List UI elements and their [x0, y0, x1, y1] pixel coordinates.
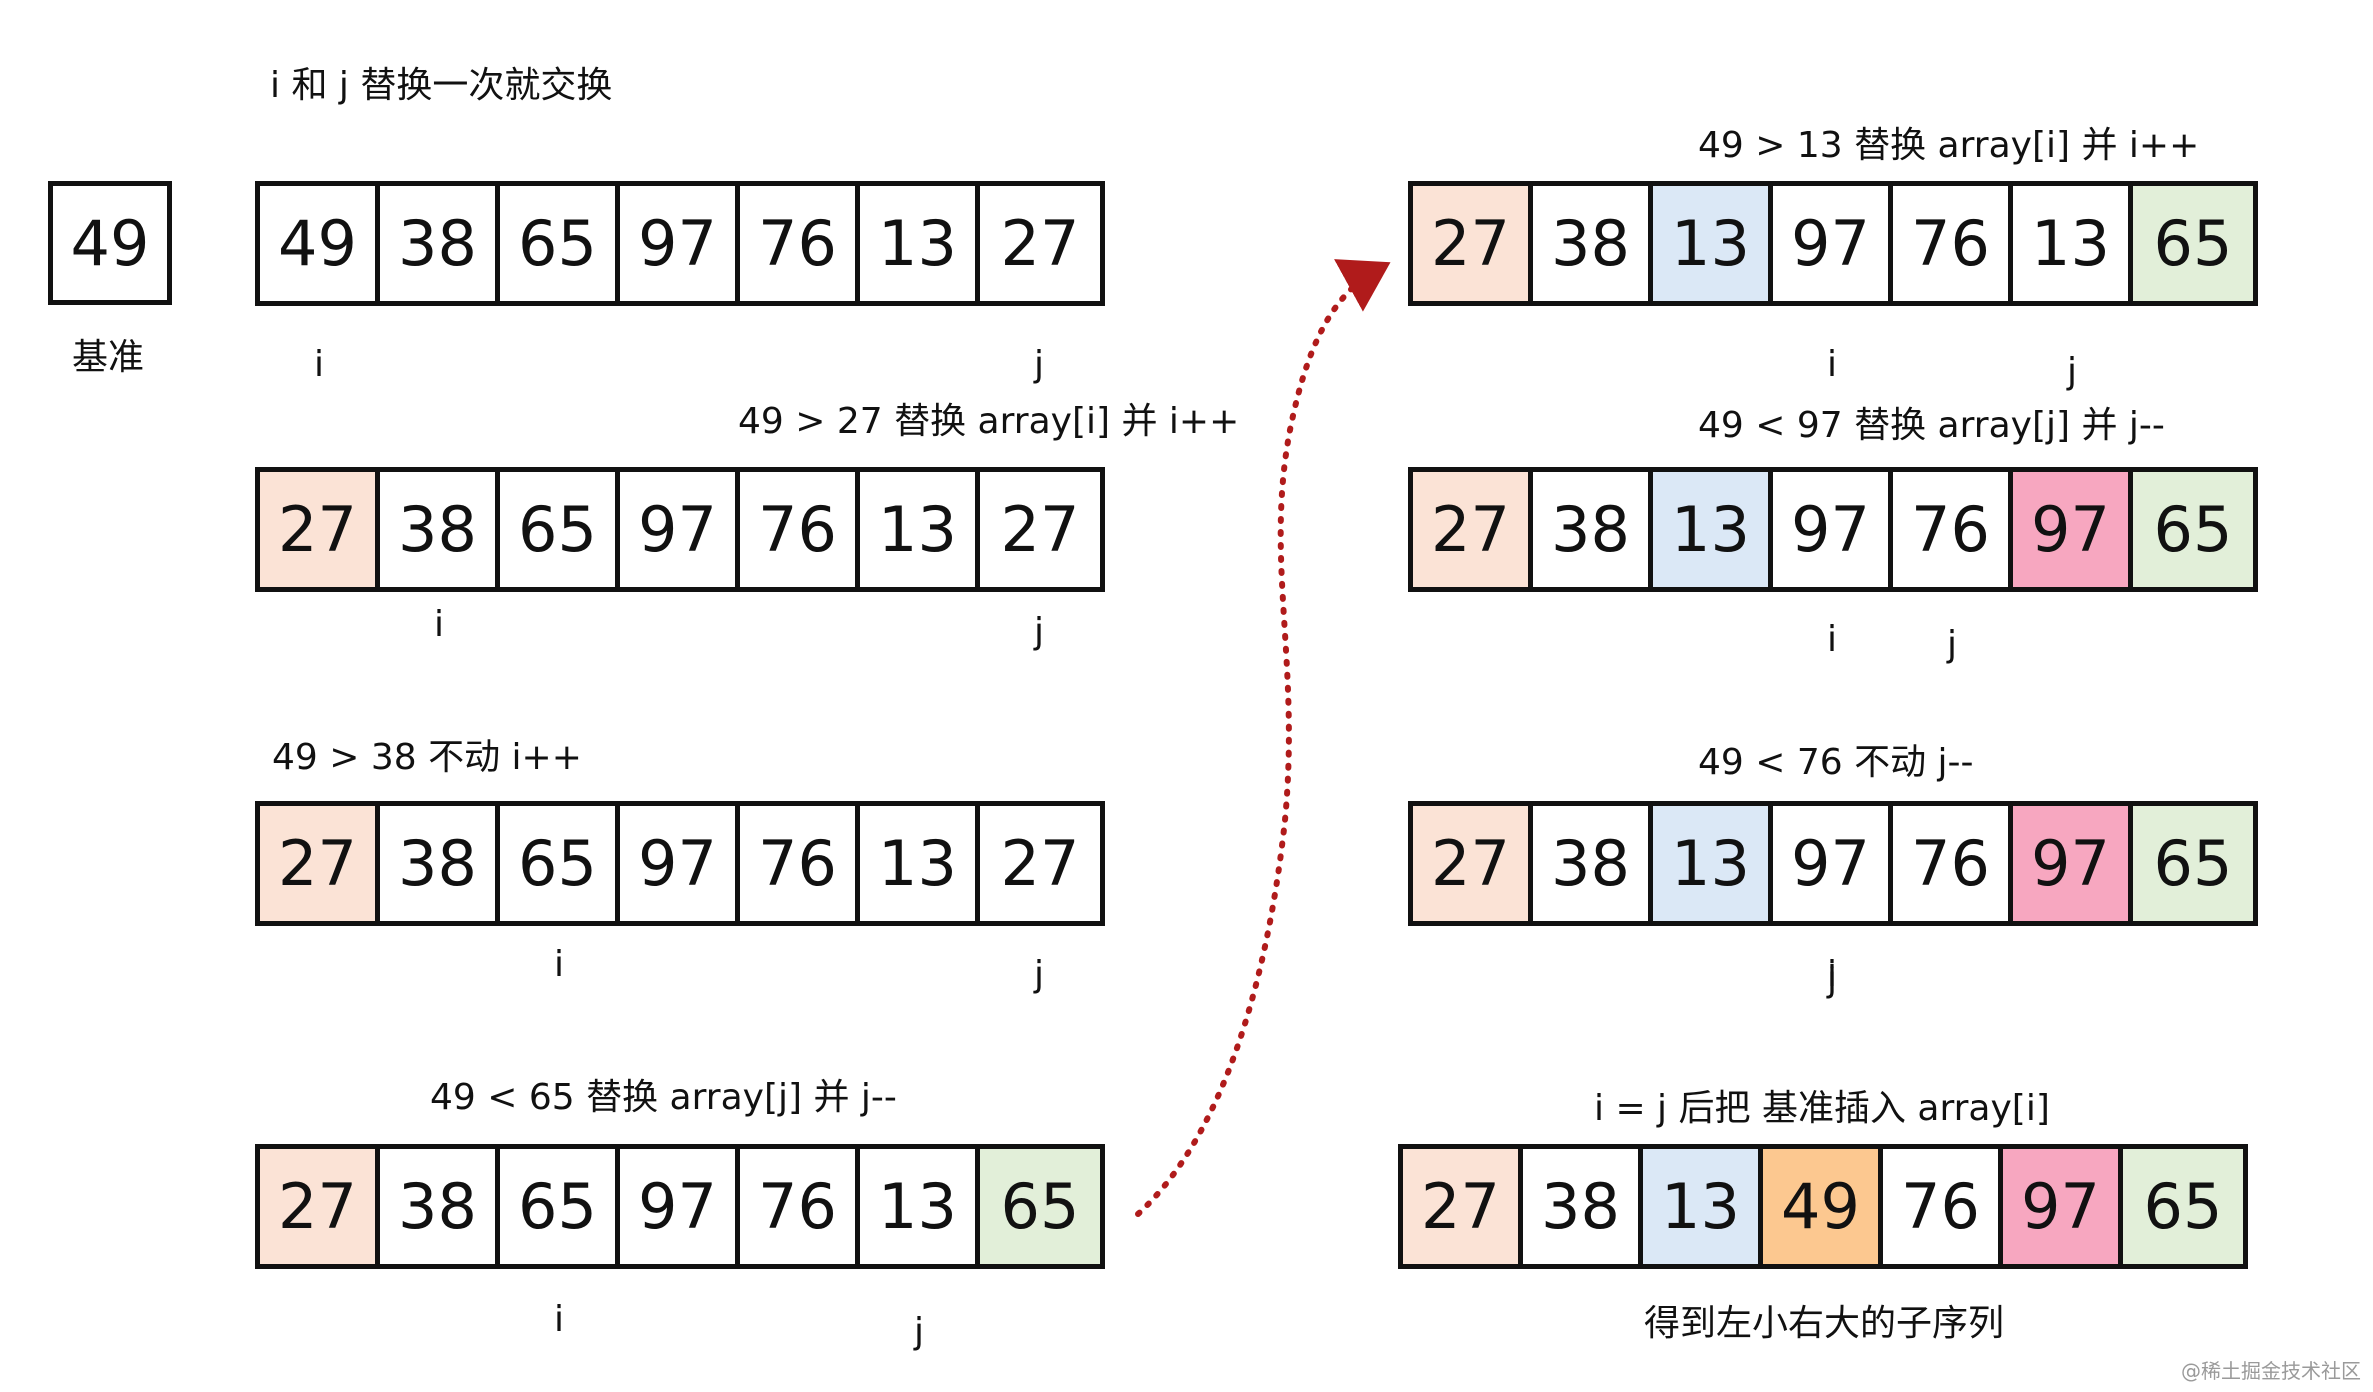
- array-cell: 27: [260, 472, 380, 587]
- array-cell: 97: [620, 1149, 740, 1264]
- step-caption: i = j 后把 基准插入 array[i]: [1594, 1088, 2050, 1129]
- step-caption: 49 < 97 替换 array[j] 并 j--: [1698, 405, 2165, 446]
- pointer-i: i: [1827, 619, 1838, 660]
- array-cell: 38: [380, 806, 500, 921]
- step-caption: 49 > 13 替换 array[i] 并 i++: [1698, 125, 2200, 166]
- pointer-i: i: [434, 604, 445, 645]
- array-cell: 13: [2013, 186, 2133, 301]
- array-cell: 27: [1403, 1149, 1523, 1264]
- array-cell: 65: [2123, 1149, 2243, 1264]
- array-cell: 13: [860, 472, 980, 587]
- array-cell: 76: [1893, 472, 2013, 587]
- pointer-j: j: [2067, 351, 2078, 392]
- pointer-i: i: [1827, 954, 1838, 995]
- array-cell: 13: [1653, 472, 1773, 587]
- array-cell: 97: [1773, 186, 1893, 301]
- pointer-i: i: [1827, 344, 1838, 385]
- array-cell: 38: [1523, 1149, 1643, 1264]
- array-cell: 76: [740, 472, 860, 587]
- pointer-j: j: [1827, 959, 1838, 1000]
- array-cell: 65: [2133, 806, 2253, 921]
- array-cell: 38: [1533, 806, 1653, 921]
- array-cell: 97: [620, 806, 740, 921]
- footer-caption: 得到左小右大的子序列: [1644, 1303, 2005, 1344]
- array-cell: 27: [1413, 472, 1533, 587]
- pointer-i: i: [314, 344, 325, 385]
- array-cell: 38: [1533, 186, 1653, 301]
- pointer-j: j: [914, 1311, 925, 1352]
- array-cell: 97: [620, 186, 740, 301]
- array-cell: 76: [740, 1149, 860, 1264]
- step-caption: 49 < 65 替换 array[j] 并 j--: [430, 1077, 897, 1118]
- array-cell: 27: [980, 186, 1100, 301]
- array-cell: 65: [980, 1149, 1100, 1264]
- array-cell: 65: [2133, 186, 2253, 301]
- header-caption: i 和 j 替换一次就交换: [270, 65, 613, 106]
- array-cell: 49: [1763, 1149, 1883, 1264]
- pivot-box: 49: [48, 181, 172, 305]
- array-cell: 13: [860, 806, 980, 921]
- array-cell: 97: [1773, 806, 1893, 921]
- array-cell: 76: [1893, 806, 2013, 921]
- pointer-j: j: [1034, 954, 1045, 995]
- array-cell: 76: [1893, 186, 2013, 301]
- pivot-label: 基准: [72, 337, 145, 378]
- array-cell: 27: [980, 472, 1100, 587]
- array-cell: 38: [380, 1149, 500, 1264]
- array-cell: 76: [740, 186, 860, 301]
- step-caption: 49 < 76 不动 j--: [1698, 742, 1974, 783]
- pointer-j: j: [1947, 624, 1958, 665]
- array-cell: 27: [1413, 806, 1533, 921]
- array-cell: 97: [620, 472, 740, 587]
- step-caption: 49 > 38 不动 i++: [272, 737, 582, 778]
- pivot-value: 49: [70, 206, 150, 280]
- array-cell: 38: [380, 472, 500, 587]
- array-cell: 13: [860, 1149, 980, 1264]
- watermark: @稀土掘金技术社区: [2181, 1359, 2361, 1383]
- array-cell: 65: [500, 472, 620, 587]
- array-cell: 49: [260, 186, 380, 301]
- array-cell: 27: [260, 1149, 380, 1264]
- array-cell: 65: [500, 806, 620, 921]
- array-cell: 76: [740, 806, 860, 921]
- array-cell: 27: [260, 806, 380, 921]
- array-cell: 13: [1653, 806, 1773, 921]
- array-cell: 65: [2133, 472, 2253, 587]
- array-cell: 27: [1413, 186, 1533, 301]
- pointer-j: j: [1034, 611, 1045, 652]
- array-cell: 13: [1643, 1149, 1763, 1264]
- array-cell: 97: [2003, 1149, 2123, 1264]
- array-cell: 38: [1533, 472, 1653, 587]
- array-cell: 97: [2013, 472, 2133, 587]
- array-cell: 13: [1653, 186, 1773, 301]
- array-cell: 76: [1883, 1149, 2003, 1264]
- pointer-i: i: [554, 1299, 565, 1340]
- pointer-j: j: [1034, 344, 1045, 385]
- array-cell: 13: [860, 186, 980, 301]
- array-cell: 65: [500, 1149, 620, 1264]
- array-cell: 27: [980, 806, 1100, 921]
- step-caption: 49 > 27 替换 array[i] 并 i++: [738, 401, 1240, 442]
- array-cell: 38: [380, 186, 500, 301]
- array-cell: 65: [500, 186, 620, 301]
- pointer-i: i: [554, 944, 565, 985]
- array-cell: 97: [2013, 806, 2133, 921]
- arrow-path: [1135, 259, 1391, 1217]
- array-cell: 97: [1773, 472, 1893, 587]
